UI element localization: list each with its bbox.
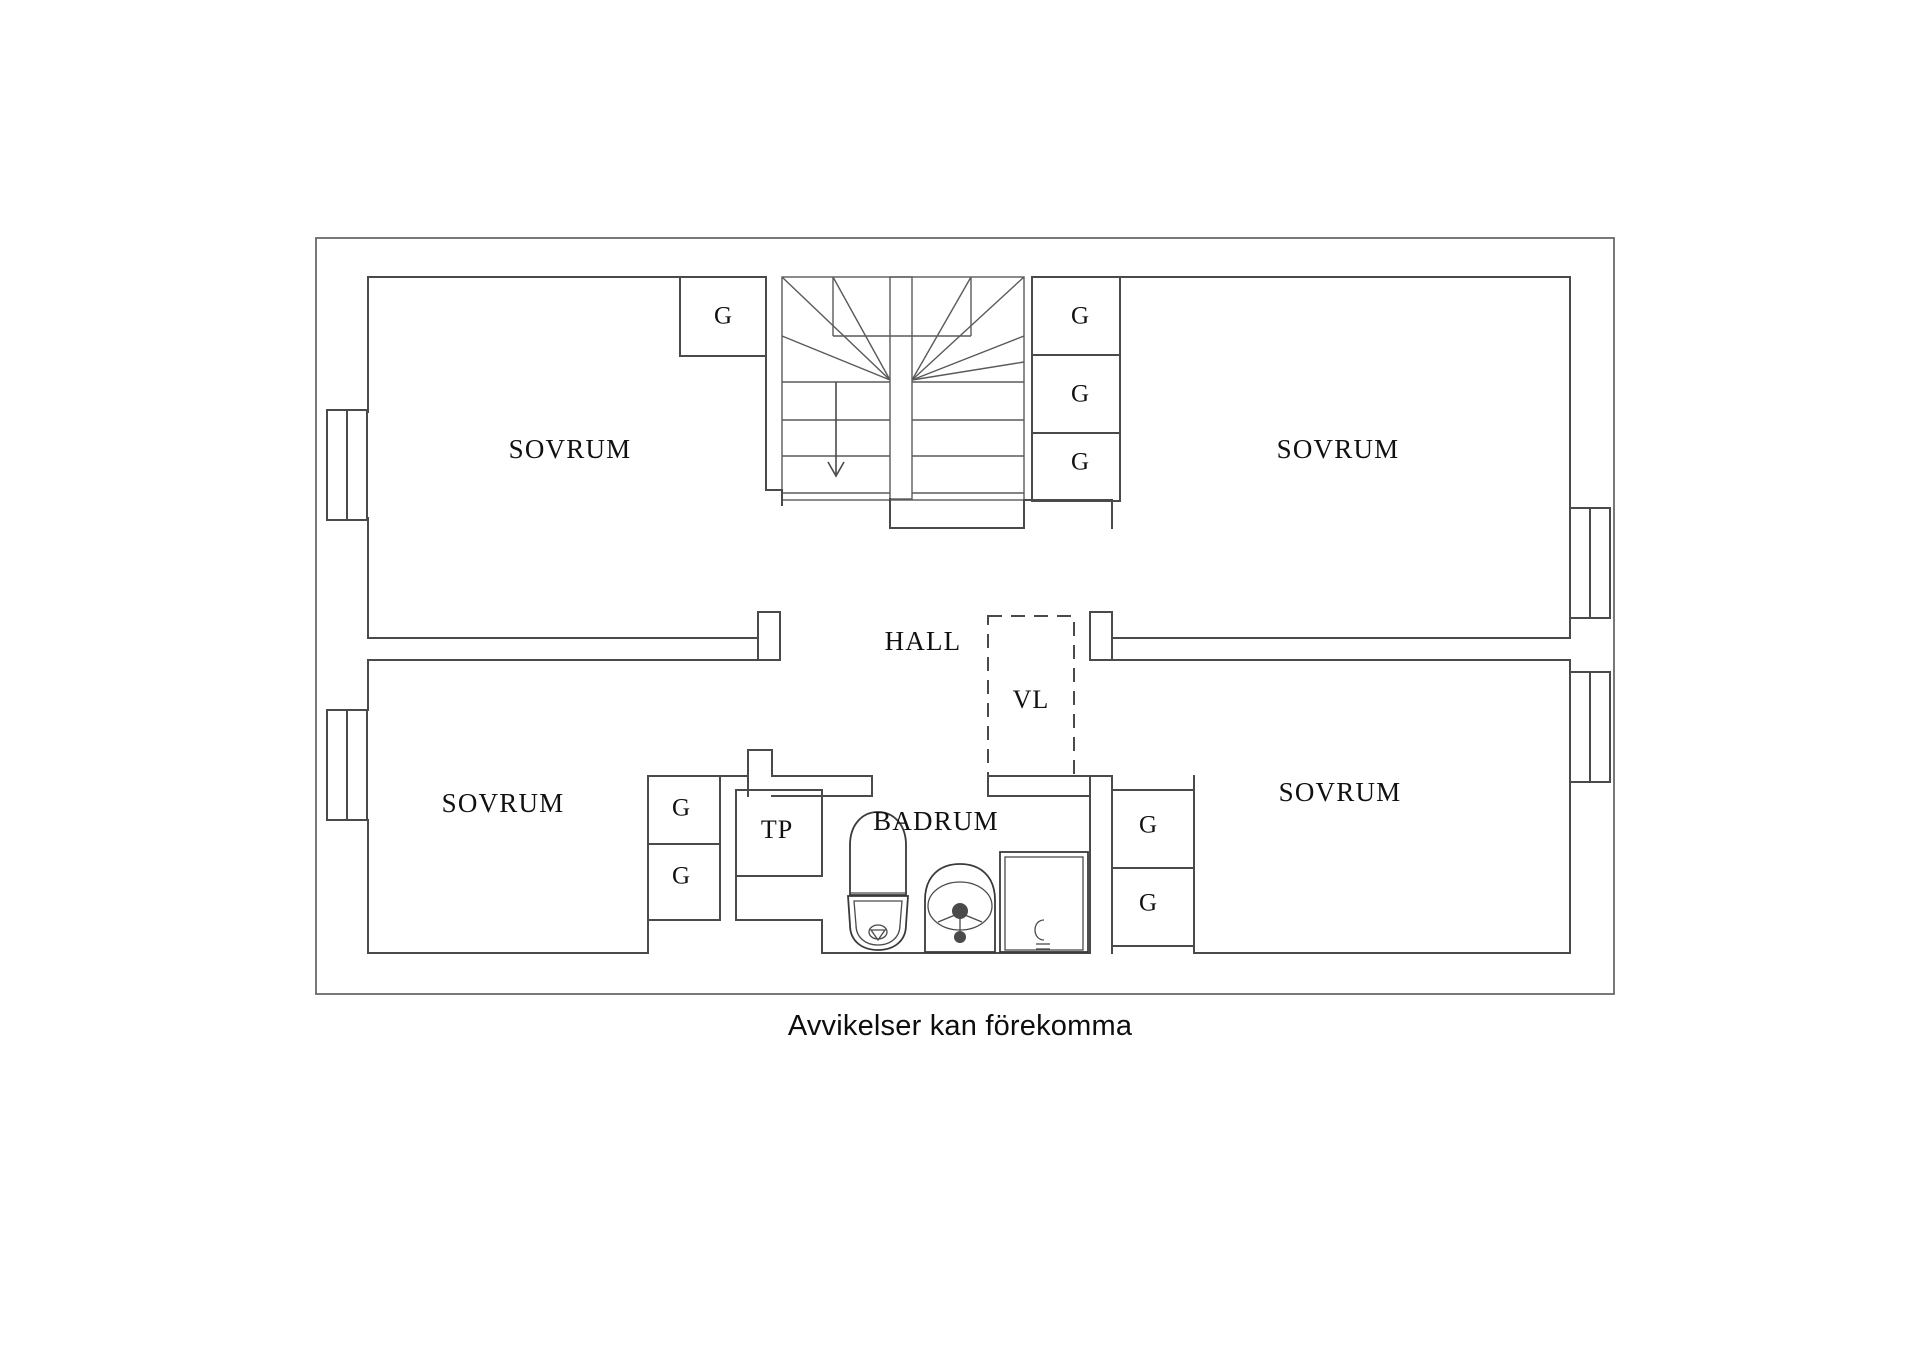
room-label-bedroom-bottom-left: SOVRUM (442, 788, 565, 818)
winder-staircase (765, 276, 1113, 529)
utility-closet-tp (735, 789, 823, 921)
label-closet-top-right-g1: G (1071, 303, 1089, 330)
washbasin-fixture (924, 863, 996, 953)
label-closet-top-right-g3: G (1071, 449, 1089, 476)
stair-direction-arrow (827, 382, 845, 478)
room-label-hall: HALL (885, 626, 962, 656)
window-left-lower (326, 709, 368, 821)
window-left-upper (326, 409, 368, 521)
outer-wall (315, 237, 1615, 995)
room-bathroom (821, 919, 1091, 954)
label-closet-top-right-g2: G (1071, 381, 1089, 408)
room-label-bedroom-top-left: SOVRUM (509, 434, 632, 464)
room-label-bedroom-bottom-right: SOVRUM (1279, 777, 1402, 807)
closet-top-left-g (679, 276, 767, 491)
shower-fixture (999, 851, 1089, 953)
room-label-bathroom: BADRUM (873, 806, 999, 836)
room-bedroom-bottom-right (1193, 775, 1571, 954)
toilet-fixture (847, 811, 909, 951)
label-attic-access-vl: VL (1013, 685, 1050, 714)
window-right-upper (1569, 507, 1611, 619)
label-closet-top-left-g: G (714, 303, 732, 330)
label-utility-tp: TP (761, 815, 793, 844)
room-bedroom-bottom-left (367, 659, 649, 954)
partition-wall-bathroom-left (647, 749, 873, 797)
label-closet-bottom-right-g1: G (1139, 812, 1157, 839)
disclaimer-caption: Avvikelser kan förekomma (787, 1010, 1133, 1042)
label-closet-bottom-right-g2: G (1139, 890, 1157, 917)
window-right-lower (1569, 671, 1611, 783)
room-bedroom-top-right (1089, 276, 1571, 673)
closet-stack-bottom-right (1111, 789, 1195, 954)
closet-stack-top-right (1031, 276, 1121, 502)
label-closet-bottom-left-g1: G (672, 795, 690, 822)
label-closet-bottom-left-g2: G (672, 863, 690, 890)
room-bedroom-top-left (367, 276, 781, 661)
attic-access-vl (987, 615, 1075, 777)
room-label-bedroom-top-right: SOVRUM (1277, 434, 1400, 464)
